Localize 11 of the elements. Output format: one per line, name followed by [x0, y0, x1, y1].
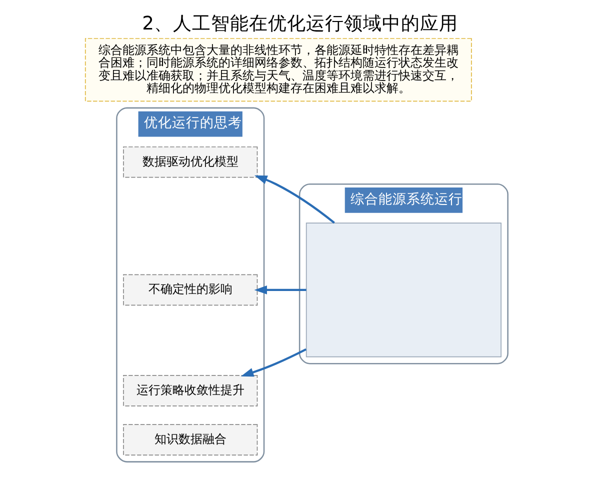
node-box: 知识数据融合 [123, 424, 258, 456]
node-box: 综合能源系统中包含大量的非线性环节，各能源延时特性存在差异耦合困难；同时能源系统的详细网络参数、拓扑结构随运行状态发生改变且难以准确获取；并且系统与天气、温度等环境需进行快速交互，精细化的物理优化模型构建存在困难且难以求解。 [84, 38, 472, 102]
node-box [306, 222, 502, 358]
node-box: 不确定性的影响 [123, 274, 258, 306]
node-box: 运行策略收敛性提升 [123, 375, 258, 406]
arrow [254, 286, 306, 294]
diagram-title: 2、人工智能在优化运行领域中的应用 [142, 14, 458, 35]
arrow [240, 348, 307, 377]
arrow [254, 175, 335, 224]
node-box: 数据驱动优化模型 [123, 146, 258, 178]
cluster: 综合能源系统运行 [298, 184, 508, 364]
